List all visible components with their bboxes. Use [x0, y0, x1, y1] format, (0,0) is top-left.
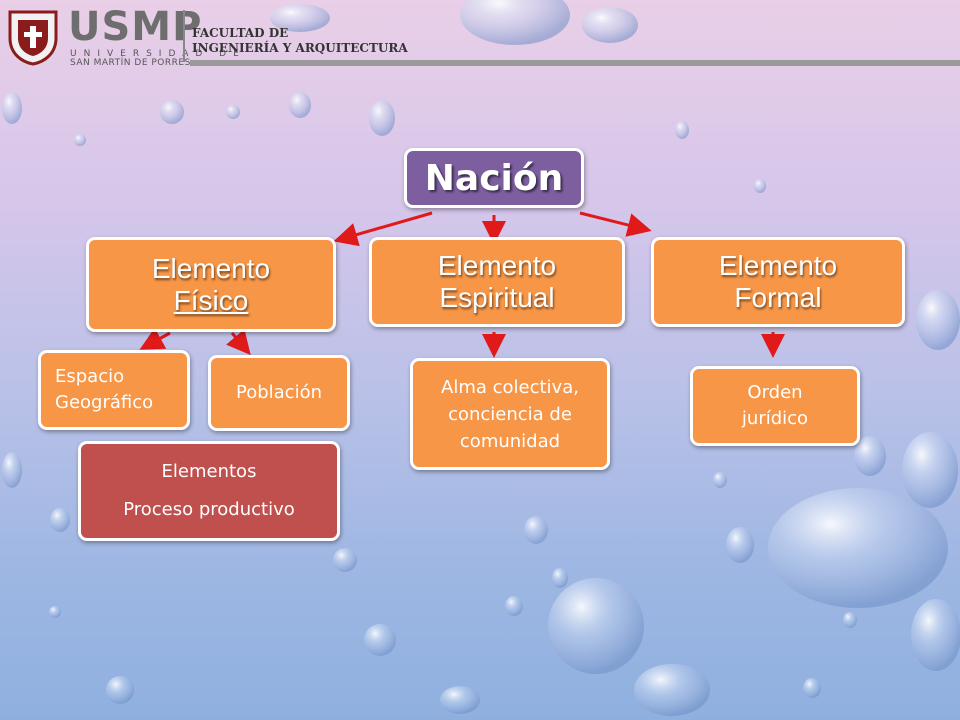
node-alma-line3: comunidad — [459, 430, 561, 452]
node-poblacion: Población — [208, 355, 350, 431]
node-espacio-line2: Geográfico — [55, 392, 154, 413]
arrow-fisico-poblacion — [226, 329, 251, 356]
university-line2: SAN MARTÍN DE PORRES — [70, 58, 191, 68]
logo-text: USMP — [68, 4, 203, 50]
node-elemento-fisico-line1: Elemento — [151, 252, 271, 284]
node-nacion-label: Nación — [424, 157, 564, 199]
node-alma-colectiva: Alma colectiva, conciencia de comunidad — [410, 358, 610, 470]
arrow-fisico-espacio — [139, 327, 171, 350]
node-alma-line2: conciencia de — [448, 403, 572, 425]
node-espacio-line1: Espacio — [55, 366, 125, 387]
node-espacio-geografico: Espacio Geográfico — [38, 350, 190, 430]
node-orden-line2: jurídico — [741, 408, 809, 429]
node-elemento-espiritual: Elemento Espiritual — [369, 237, 625, 327]
faculty-line1: FACULTAD DE — [192, 26, 289, 40]
node-orden-line1: Orden — [747, 382, 803, 403]
node-elemento-espiritual-line1: Elemento — [437, 250, 557, 281]
node-alma-line1: Alma colectiva, — [441, 376, 579, 398]
node-elemento-fisico: Elemento Físico — [86, 237, 336, 332]
header-bar — [190, 60, 960, 66]
node-elemento-espiritual-line2: Espiritual — [439, 282, 555, 313]
node-proceso-productivo: Elementos Proceso productivo — [78, 441, 340, 541]
header-divider — [183, 10, 185, 62]
node-proceso-line2: Proceso productivo — [123, 499, 295, 520]
node-poblacion-label: Población — [235, 382, 322, 403]
node-elemento-fisico-line2: Físico — [173, 284, 249, 316]
arrow-nacion-fisico — [333, 211, 433, 247]
header: USMP UNIVERSIDAD DE SAN MARTÍN DE PORRES… — [0, 0, 960, 80]
node-elemento-formal-line1: Elemento — [718, 250, 838, 281]
node-nacion: Nación — [404, 148, 584, 208]
node-proceso-line1: Elementos — [161, 461, 257, 482]
university-line1: UNIVERSIDAD DE — [70, 49, 246, 59]
faculty-name: FACULTAD DE INGENIERÍA Y ARQUITECTURA — [192, 26, 408, 56]
arrow-nacion-formal — [579, 211, 652, 237]
university-crest-icon — [8, 10, 58, 66]
node-elemento-formal: Elemento Formal — [651, 237, 905, 327]
node-elemento-formal-line2: Formal — [734, 282, 822, 313]
node-orden-juridico: Orden jurídico — [690, 366, 860, 446]
faculty-line2: INGENIERÍA Y ARQUITECTURA — [192, 41, 408, 55]
university-name: UNIVERSIDAD DE SAN MARTÍN DE PORRES — [70, 50, 246, 68]
